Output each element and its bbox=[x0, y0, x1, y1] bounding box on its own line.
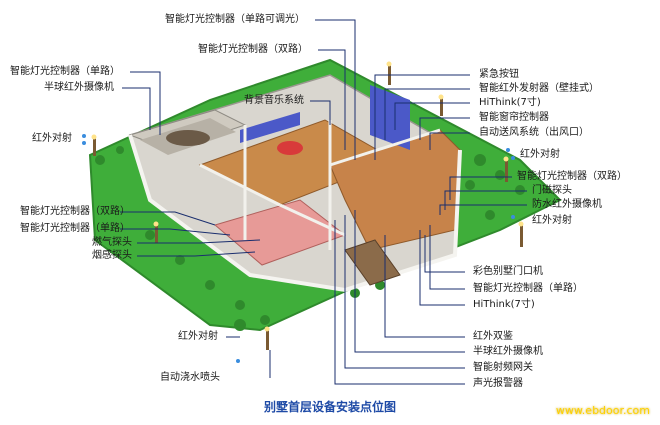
label-ir-beam-1: 红外对射 bbox=[32, 133, 72, 144]
leader-line bbox=[137, 239, 261, 244]
label-rf-gateway: 智能射频网关 bbox=[473, 362, 533, 373]
label-vent-system: 自动送风系统（出风口） bbox=[479, 127, 589, 138]
leader-line bbox=[334, 220, 465, 385]
leader-line bbox=[310, 100, 331, 125]
diagram-caption: 别墅首层设备安装点位图 bbox=[263, 400, 396, 414]
leader-line bbox=[419, 230, 465, 306]
label-single-controller-mid: 智能灯光控制器（单路） bbox=[20, 223, 130, 234]
leader-lines bbox=[120, 19, 527, 385]
label-single-controller-top: 智能灯光控制器（单路） bbox=[10, 66, 120, 77]
label-gas-detector: 燃气探头 bbox=[92, 237, 132, 248]
leader-line bbox=[318, 49, 346, 150]
leader-line bbox=[424, 235, 465, 273]
beam-indicators bbox=[82, 134, 515, 363]
leader-line bbox=[354, 210, 465, 353]
leader-line bbox=[439, 204, 527, 215]
lamp-heads bbox=[91, 61, 524, 332]
label-ir-beam-2: 红外对射 bbox=[178, 331, 218, 342]
label-dual-controller-top: 智能灯光控制器（双路） bbox=[198, 44, 308, 55]
label-ir-beam-right-2: 红外对射 bbox=[532, 215, 572, 226]
leader-line bbox=[429, 132, 470, 150]
label-door-magnet: 门磁探头 bbox=[532, 185, 572, 196]
leader-line bbox=[120, 211, 216, 226]
leader-line bbox=[444, 190, 527, 210]
label-sprinkler: 自动浇水喷头 bbox=[160, 372, 220, 383]
label-hithink-bottom: HiThink(7寸) bbox=[473, 299, 535, 310]
label-ir-dual-detector: 红外双鉴 bbox=[473, 331, 513, 342]
leader-line bbox=[394, 102, 470, 130]
label-hemisphere-ir-camera: 半球红外摄像机 bbox=[44, 82, 114, 93]
label-door-phone: 彩色别墅门口机 bbox=[473, 266, 543, 277]
label-background-music: 背景音乐系统 bbox=[244, 95, 304, 106]
leader-line bbox=[120, 228, 231, 236]
leader-line bbox=[419, 117, 470, 140]
outer-wall bbox=[128, 134, 462, 293]
label-dimmer-controller: 智能灯光控制器（单路可调光） bbox=[165, 14, 305, 25]
label-single-controller-right: 智能灯光控制器（单路） bbox=[473, 283, 583, 294]
leader-line bbox=[344, 215, 465, 369]
car bbox=[166, 130, 210, 146]
label-emergency-button: 紧急按钮 bbox=[479, 69, 519, 80]
hedge bbox=[95, 146, 525, 331]
label-ir-emitter: 智能红外发射器（壁挂式） bbox=[479, 83, 599, 94]
leader-line bbox=[374, 74, 470, 160]
stairs bbox=[344, 239, 401, 286]
watermark: www.ebdoor.com bbox=[555, 404, 650, 417]
leader-line bbox=[315, 19, 356, 160]
leader-line bbox=[449, 176, 512, 200]
leader-line bbox=[122, 87, 151, 130]
inner-walls bbox=[199, 120, 441, 250]
dining-table bbox=[277, 141, 303, 155]
leader-line bbox=[137, 251, 256, 257]
label-sound-light-alarm: 声光报警器 bbox=[473, 378, 523, 389]
label-hemisphere-ir-camera-right: 半球红外摄像机 bbox=[473, 346, 543, 357]
label-curtain-controller: 智能窗帘控制器 bbox=[479, 112, 549, 123]
label-waterproof-camera: 防水红外摄像机 bbox=[532, 199, 602, 210]
label-ir-beam-right-1: 红外对射 bbox=[520, 149, 560, 160]
leader-line bbox=[429, 225, 465, 290]
blue-wall bbox=[370, 85, 410, 150]
leader-line bbox=[384, 235, 465, 338]
label-dual-controller-mid: 智能灯光控制器（双路） bbox=[20, 206, 130, 217]
leader-line bbox=[384, 88, 470, 140]
label-smoke-detector: 烟感探头 bbox=[92, 250, 132, 261]
label-dual-controller-right: 智能灯光控制器（双路） bbox=[517, 171, 627, 182]
label-hithink-top: HiThink(7寸) bbox=[479, 97, 541, 108]
blue-wall-2 bbox=[240, 112, 300, 143]
leader-line bbox=[130, 71, 161, 135]
